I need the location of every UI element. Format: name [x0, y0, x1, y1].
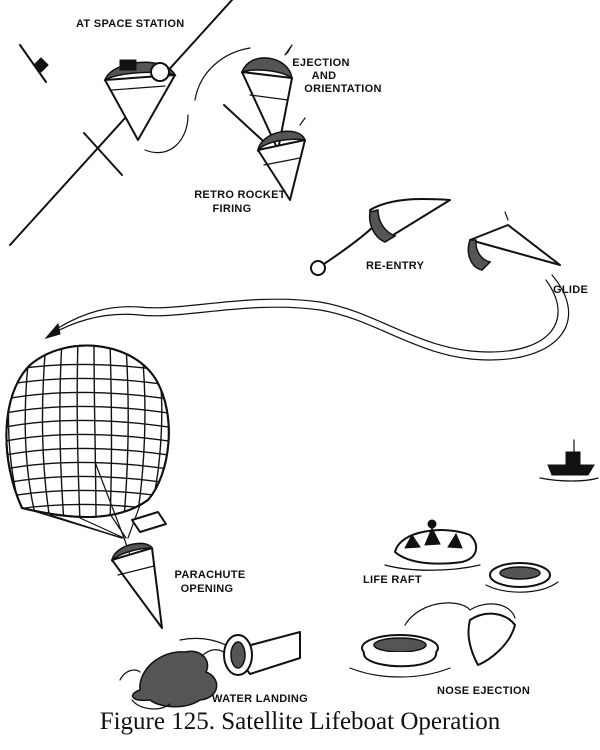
- capsule-parachute: [110, 542, 163, 629]
- label-parachute: PARACHUTE: [175, 569, 246, 581]
- parachute-canopy: [5, 344, 170, 519]
- label-opening: OPENING: [181, 583, 234, 595]
- label-firing: FIRING: [212, 203, 251, 215]
- label-glide: GLIDE: [553, 284, 588, 296]
- capsule-reentry: [310, 198, 451, 276]
- retro-rocket-exhaust: [223, 104, 263, 141]
- space-station-boom: [9, 0, 233, 246]
- capsule-ejection: [240, 44, 294, 151]
- nose-ejection: [349, 602, 516, 678]
- ejection-arc: [194, 47, 251, 101]
- capsule-retro-rocket: [256, 117, 307, 201]
- capsule-base-floating: [485, 562, 559, 593]
- label-life-raft: LIFE RAFT: [363, 574, 422, 586]
- figure-caption: Figure 125. Satellite Lifeboat Operation: [99, 708, 501, 735]
- rescue-ship: [539, 439, 599, 482]
- lifeboat-at-station: [103, 59, 177, 141]
- label-and: AND: [312, 70, 337, 82]
- label-at-space-station: AT SPACE STATION: [76, 18, 184, 30]
- separation-arc: [144, 114, 189, 154]
- label-ejection: EJECTION: [292, 57, 349, 69]
- water-splash: [119, 649, 227, 710]
- parachute-shroud-lines: [23, 461, 141, 556]
- glide-trajectory-inner: [57, 279, 559, 353]
- life-raft: [384, 519, 481, 571]
- label-nose-ejection: NOSE EJECTION: [437, 685, 530, 697]
- label-orientation: ORIENTATION: [304, 83, 381, 95]
- capsule-water-landing: [179, 631, 301, 676]
- label-retro-rocket: RETRO ROCKET: [194, 189, 286, 201]
- label-water-landing: WATER LANDING: [212, 693, 308, 705]
- glide-trajectory: [49, 274, 570, 361]
- trajectory-arrowhead: [44, 322, 61, 339]
- label-re-entry: RE-ENTRY: [366, 260, 425, 272]
- capsule-glide: [467, 211, 561, 271]
- detached-cover: [131, 511, 167, 533]
